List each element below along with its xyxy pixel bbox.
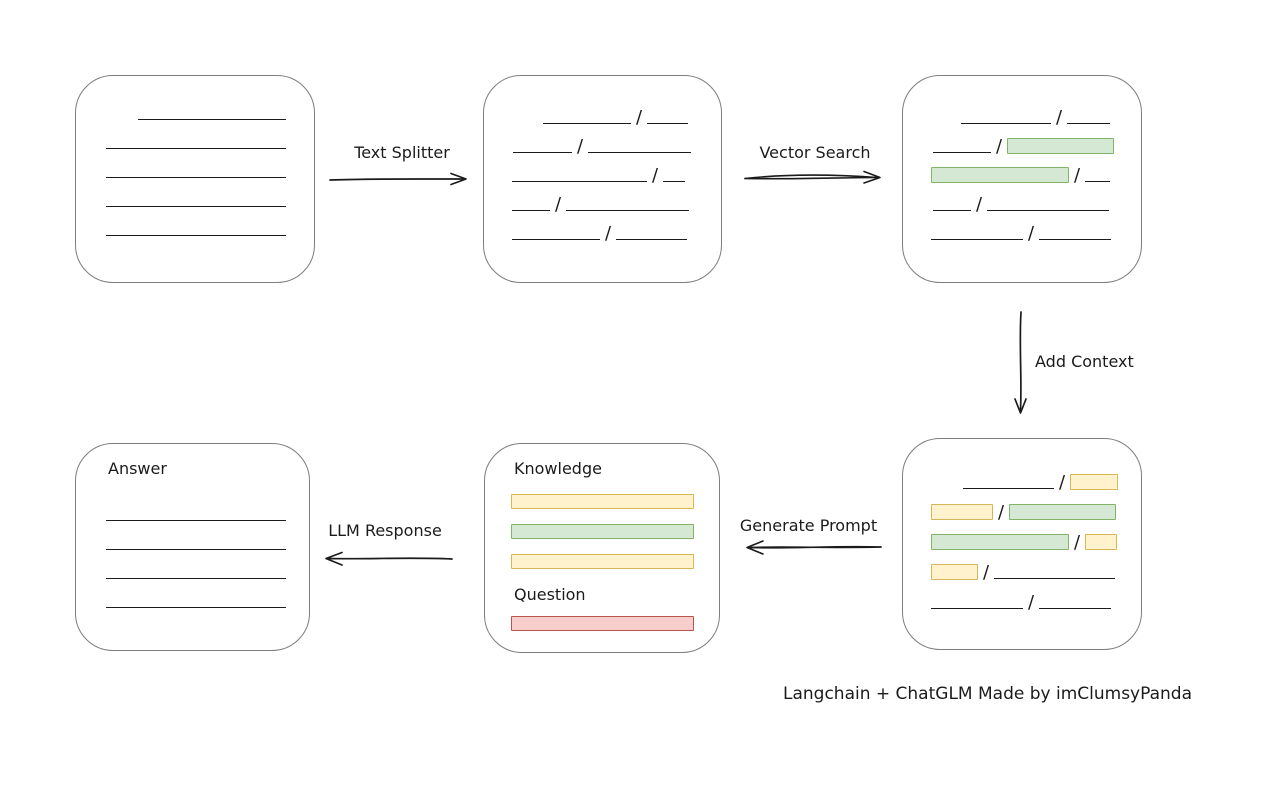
chunk-row: / (484, 194, 721, 215)
text-line-segment (513, 152, 572, 153)
text-line (106, 206, 286, 207)
text-line-segment (933, 152, 991, 153)
text-line-segment (963, 488, 1054, 489)
text-line-segment (1085, 181, 1111, 182)
slash-separator: / (998, 502, 1005, 523)
answer-box: Answer (75, 443, 310, 651)
slash-separator: / (1059, 472, 1066, 493)
text-line-segment (566, 210, 690, 211)
highlighted-chunk-yellow (931, 564, 978, 580)
slash-separator: / (996, 136, 1003, 157)
text-line (106, 235, 286, 236)
highlighted-chunk-yellow (931, 504, 993, 520)
chunk-row: / (903, 136, 1141, 157)
text-line (106, 578, 286, 579)
text-line-segment (512, 239, 600, 240)
vector-search-arrow-icon (742, 167, 892, 187)
text-line (138, 119, 286, 120)
document-lines (76, 76, 314, 236)
slash-separator: / (1074, 165, 1081, 186)
answer-label: Answer (108, 459, 167, 478)
highlighted-chunk-yellow (1085, 534, 1118, 550)
text-line-segment (931, 608, 1023, 609)
text-splitter-label: Text Splitter (354, 143, 450, 162)
text-line-segment (987, 210, 1110, 211)
text-line-segment (663, 181, 686, 182)
text-line (106, 607, 286, 608)
highlighted-chunk-green (931, 167, 1069, 183)
text-line-segment (1039, 608, 1112, 609)
text-line (106, 520, 286, 521)
slash-separator: / (555, 194, 562, 215)
add-context-label: Add Context (1035, 352, 1134, 371)
llm-response-label: LLM Response (328, 521, 442, 540)
chunk-row: / (903, 165, 1141, 186)
slash-separator: / (605, 223, 612, 244)
slash-separator: / (1056, 107, 1063, 128)
text-line-segment (543, 123, 631, 124)
text-line-segment (588, 152, 692, 153)
knowledge-bar-yellow (511, 554, 694, 569)
source-document-box (75, 75, 315, 283)
question-label: Question (514, 585, 586, 604)
slash-separator: / (1028, 223, 1035, 244)
retrieved-chunk-rows: / / / / / (903, 76, 1141, 244)
highlighted-chunk-green (931, 534, 1069, 550)
chunk-row: / (903, 562, 1141, 583)
slash-separator: / (577, 136, 584, 157)
add-context-arrow-icon (1011, 310, 1031, 422)
chunk-row: / (484, 136, 721, 157)
text-line-segment (931, 239, 1023, 240)
text-line-segment (994, 578, 1116, 579)
retrieved-chunks-box: / / / / / (902, 75, 1142, 283)
chunk-row: / (903, 502, 1141, 523)
split-chunks-box: / / / / / (483, 75, 722, 283)
chunk-row: / (903, 223, 1141, 244)
prompt-box: Knowledge Question (484, 443, 720, 653)
knowledge-bar-yellow (511, 494, 694, 509)
text-line (106, 148, 286, 149)
knowledge-label: Knowledge (514, 459, 602, 478)
chunk-row: / (903, 194, 1141, 215)
text-line-segment (933, 210, 971, 211)
context-chunk-rows: / / / / / (903, 439, 1141, 613)
chunk-row: / (903, 107, 1141, 128)
knowledge-bars (511, 494, 719, 569)
vector-search-label: Vector Search (759, 143, 871, 162)
text-line-segment (616, 239, 688, 240)
generate-prompt-arrow-icon (733, 538, 885, 558)
text-line-segment (1067, 123, 1111, 124)
llm-response-arrow-icon (314, 549, 456, 569)
context-chunks-box: / / / / / (902, 438, 1142, 650)
text-splitter-arrow-icon (328, 170, 476, 188)
chunk-row: / (484, 223, 721, 244)
slash-separator: / (652, 165, 659, 186)
highlighted-chunk-green (1007, 138, 1115, 154)
text-line-segment (512, 210, 550, 211)
chunk-row: / (484, 107, 721, 128)
caption-text: Langchain + ChatGLM Made by imClumsyPand… (783, 684, 1192, 704)
chunk-row: / (903, 532, 1141, 553)
highlighted-chunk-yellow (1070, 474, 1119, 490)
slash-separator: / (636, 107, 643, 128)
split-chunk-rows: / / / / / (484, 76, 721, 244)
slash-separator: / (1074, 532, 1081, 553)
slash-separator: / (1028, 592, 1035, 613)
answer-lines (76, 481, 309, 608)
text-line-segment (512, 181, 647, 182)
slash-separator: / (976, 194, 983, 215)
question-bar (511, 616, 694, 631)
highlighted-chunk-green (1009, 504, 1117, 520)
knowledge-bar-green (511, 524, 694, 539)
generate-prompt-label: Generate Prompt (739, 516, 878, 535)
text-line-segment (647, 123, 689, 124)
text-line (106, 177, 286, 178)
chunk-row: / (484, 165, 721, 186)
chunk-row: / (903, 472, 1141, 493)
text-line-segment (961, 123, 1051, 124)
text-line-segment (1039, 239, 1112, 240)
slash-separator: / (983, 562, 990, 583)
chunk-row: / (903, 592, 1141, 613)
text-line (106, 549, 286, 550)
